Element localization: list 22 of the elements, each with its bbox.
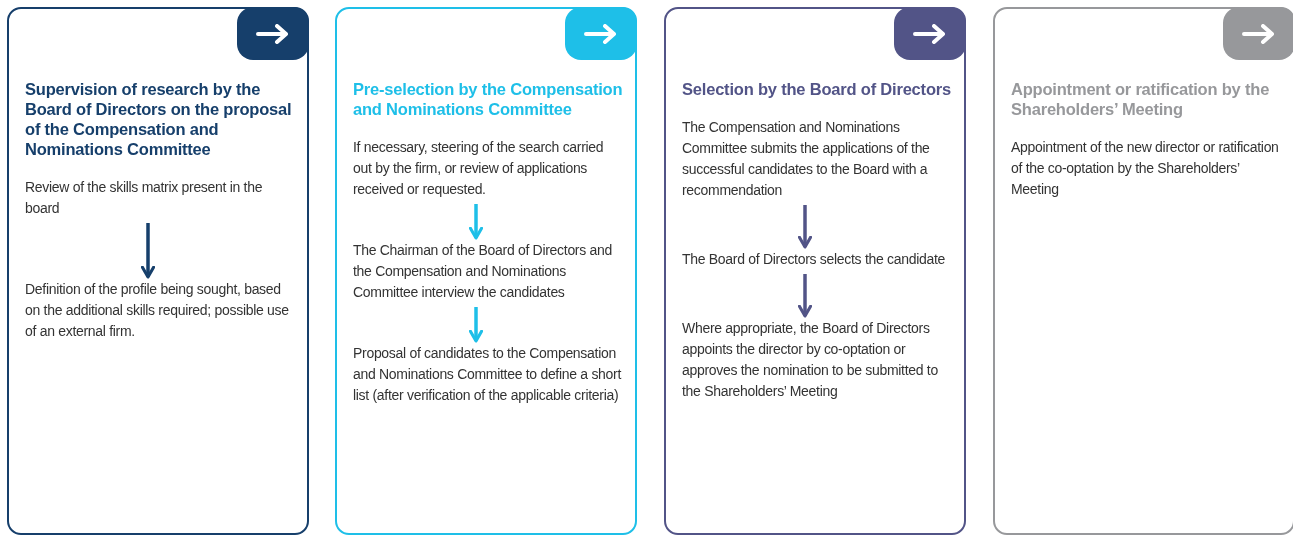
down-arrow	[140, 223, 156, 279]
step-description: Definition of the profile being sought, based on the additional skills required; possible use of an external firm.	[25, 279, 295, 342]
down-arrow	[468, 204, 484, 240]
step-card	[7, 7, 309, 535]
step-heading: Pre-selection by the Compensation and Nominations Committee	[353, 79, 623, 119]
step-card	[664, 7, 966, 535]
step-heading: Supervision of research by the Board of Directors on the proposal of the Compensation and Nominations Committee	[25, 79, 293, 159]
step-heading: Appointment or ratification by the Shareholders’ Meeting	[1011, 79, 1271, 119]
step-description: If necessary, steering of the search carried out by the firm, or review of applications received or requested.	[353, 137, 623, 200]
down-arrow	[468, 307, 484, 343]
step-description: Proposal of candidates to the Compensation and Nominations Committee to define a short list (after verification of the applicable criteria)	[353, 343, 623, 406]
step-description: The Board of Directors selects the candidate	[682, 249, 952, 270]
step-description: Where appropriate, the Board of Directors appoints the director by co-optation or approves the nomination to be submitted to the Shareholders’ Meeting	[682, 318, 952, 402]
step-description: The Chairman of the Board of Directors and the Compensation and Nominations Committee interview the candidates	[353, 240, 623, 303]
step-heading: Selection by the Board of Directors	[682, 79, 952, 99]
step-description: Review of the skills matrix present in the board	[25, 177, 295, 219]
down-arrow	[797, 205, 813, 249]
step-description: The Compensation and Nominations Committee submits the applications of the successful candidates to the Board with a recommendation	[682, 117, 952, 201]
step-description: Appointment of the new director or ratification of the co-optation by the Shareholders’ Meeting	[1011, 137, 1281, 200]
down-arrow	[797, 274, 813, 318]
step-card	[335, 7, 637, 535]
step-card	[993, 7, 1293, 535]
